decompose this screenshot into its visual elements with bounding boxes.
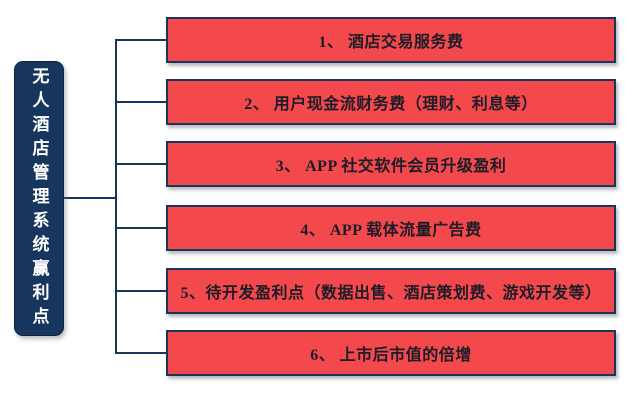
connector-stub-5 — [115, 290, 166, 292]
branch-node-6-label: 6、 上市后市值的倍增 — [310, 347, 472, 364]
connector-stub-3 — [115, 163, 166, 165]
branch-node-5-label: 5、待开发盈利点（数据出售、酒店策划费、游戏开发等） — [180, 285, 602, 302]
connector-stub-2 — [115, 101, 166, 103]
branch-node-3: 3、 APP 社交软件会员升级盈利 — [166, 141, 616, 187]
connector-stub-1 — [115, 39, 166, 41]
connector-root-stub — [64, 197, 117, 199]
branch-node-5: 5、待开发盈利点（数据出售、酒店策划费、游戏开发等） — [166, 268, 616, 314]
branch-node-3-label: 3、 APP 社交软件会员升级盈利 — [275, 158, 507, 175]
branch-node-6: 6、 上市后市值的倍增 — [166, 330, 616, 376]
connector-trunk — [115, 39, 117, 354]
branch-node-2-label: 2、 用户现金流财务费（理财、利息等） — [244, 96, 538, 113]
branch-node-4: 4、 APP 载体流量广告费 — [166, 205, 616, 251]
branch-node-4-label: 4、 APP 载体流量广告费 — [300, 222, 482, 239]
branch-node-1-label: 1、 酒店交易服务费 — [318, 34, 464, 51]
root-node-profit-points: 无人酒店管理系统赢利点 — [14, 61, 64, 336]
connector-stub-6 — [115, 352, 166, 354]
branch-node-1: 1、 酒店交易服务费 — [166, 17, 616, 63]
connector-stub-4 — [115, 227, 166, 229]
branch-node-2: 2、 用户现金流财务费（理财、利息等） — [166, 79, 616, 125]
root-node-label: 无人酒店管理系统赢利点 — [29, 66, 49, 331]
